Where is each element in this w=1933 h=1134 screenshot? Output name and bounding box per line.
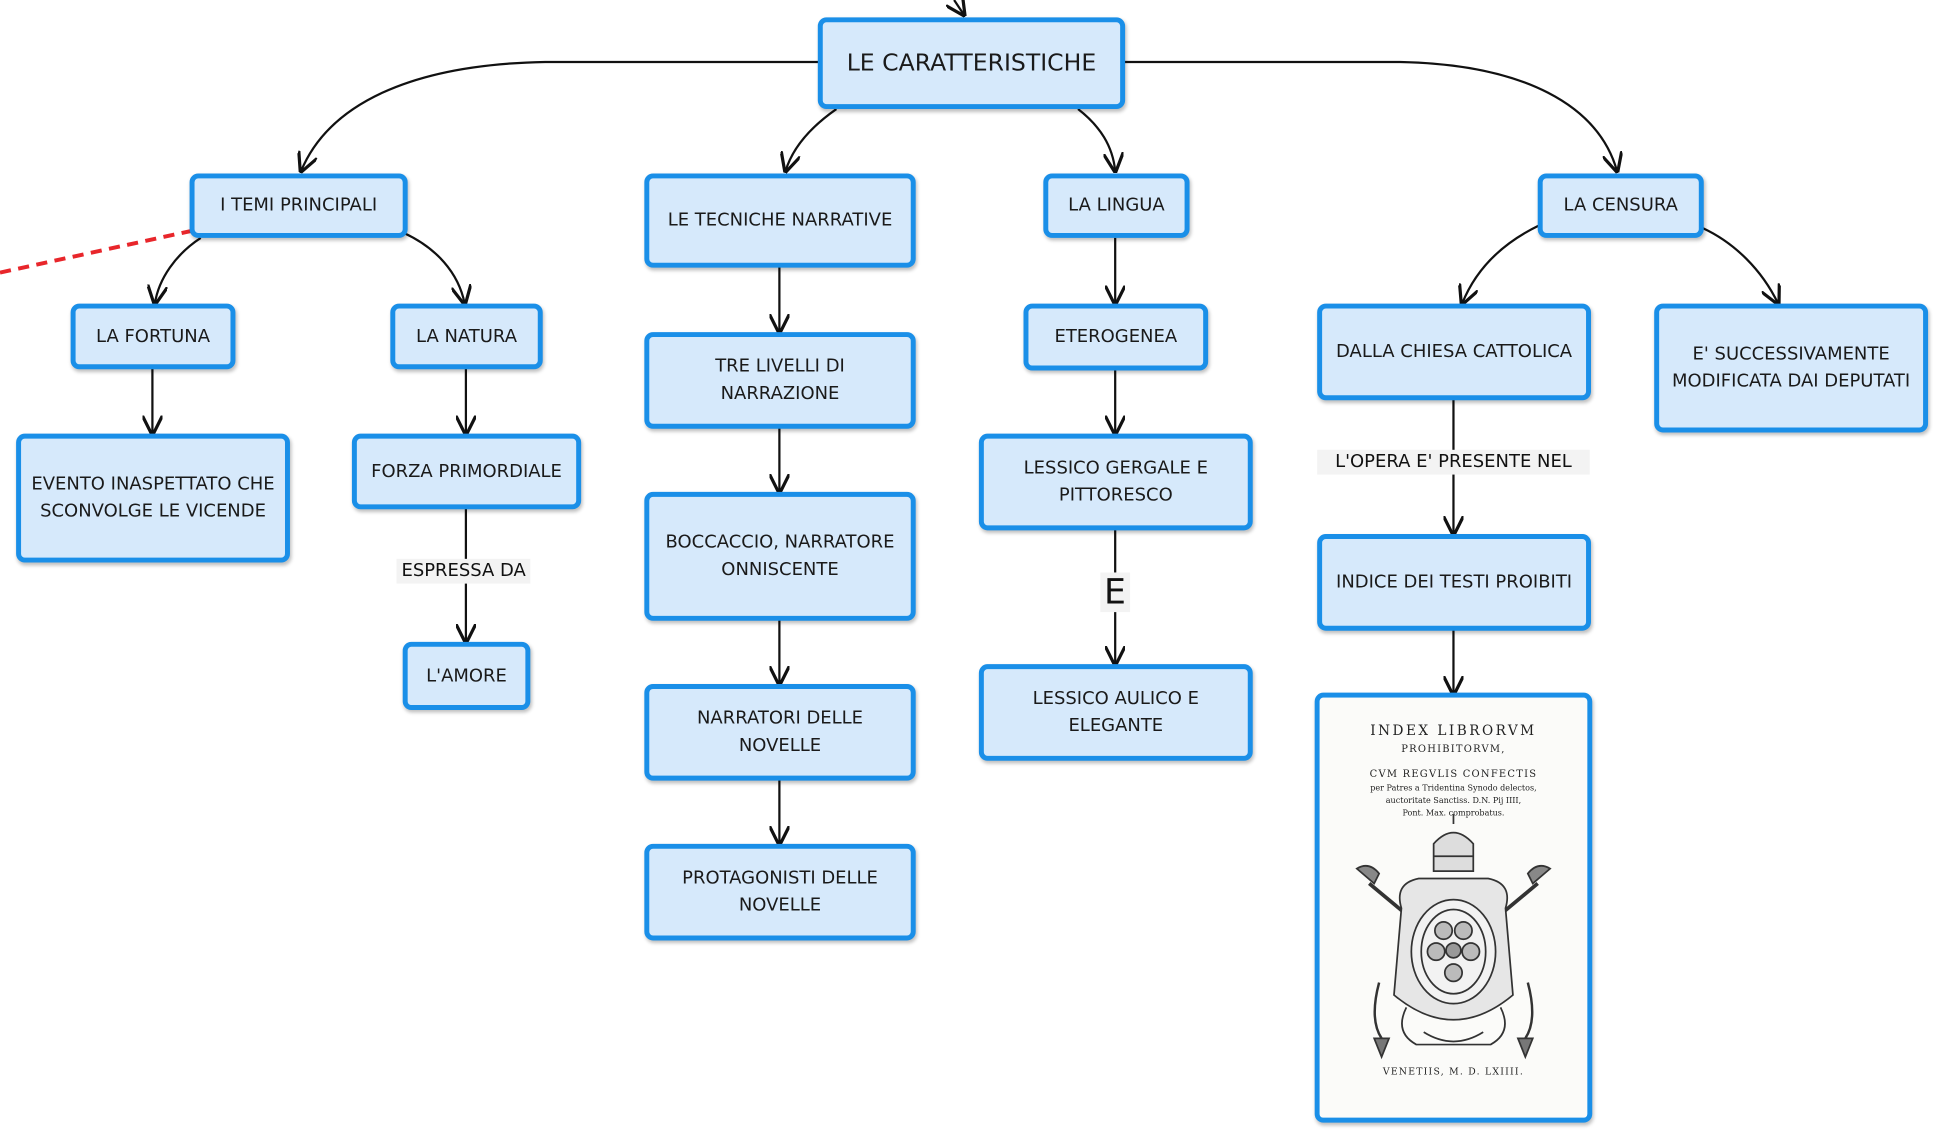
label-e: E: [1100, 572, 1130, 613]
book-title: INDEX LIBRORVM: [1370, 723, 1536, 739]
book-line-3: CVM REGVLIS CONFECTIS: [1370, 769, 1538, 780]
edge-temi-fortuna: [155, 236, 202, 304]
edge-temi-natura: [403, 231, 465, 304]
label-espressa-da: ESPRESSA DA: [396, 558, 531, 584]
node-lessico-aulico[interactable]: LESSICO AULICO E ELEGANTE: [978, 664, 1253, 761]
label-opera-presente: L'OPERA E' PRESENTE NEL: [1317, 449, 1590, 475]
node-l-amore[interactable]: L'AMORE: [402, 641, 531, 711]
node-tre-livelli[interactable]: TRE LIVELLI DI NARRAZIONE: [644, 332, 916, 429]
node-protagonisti-novelle[interactable]: PROTAGONISTI DELLE NOVELLE: [644, 843, 916, 941]
book-line-4: per Patres a Tridentina Synodo delectos,: [1370, 784, 1536, 793]
node-la-lingua[interactable]: LA LINGUA: [1043, 173, 1190, 238]
node-boccaccio-narratore[interactable]: BOCCACCIO, NARRATORE ONNISCENTE: [644, 491, 916, 621]
node-la-fortuna[interactable]: LA FORTUNA: [70, 303, 236, 370]
index-librorum-image[interactable]: INDEX LIBRORVM PROHIBITORVM, CVM REGVLIS…: [1314, 692, 1593, 1123]
papal-coat-of-arms: [1355, 814, 1552, 1060]
book-frontispiece: INDEX LIBRORVM PROHIBITORVM, CVM REGVLIS…: [1319, 697, 1588, 1118]
node-narratori-novelle[interactable]: NARRATORI DELLE NOVELLE: [644, 683, 916, 781]
edge-root-tecniche: [786, 108, 838, 171]
edge-censura-chiesa: [1462, 224, 1540, 304]
edge-root-censura: [1121, 60, 1617, 171]
node-le-caratteristiche[interactable]: LE CARATTERISTICHE: [817, 17, 1126, 110]
node-modificata-deputati[interactable]: E' SUCCESSIVAMENTE MODIFICATA DAI DEPUTA…: [1654, 303, 1929, 433]
node-lessico-gergale[interactable]: LESSICO GERGALE E PITTORESCO: [978, 433, 1253, 531]
book-footer: VENETIIS, M. D. LXIIII.: [1382, 1066, 1524, 1077]
edge-root-lingua: [1077, 108, 1115, 171]
book-line-6: Pont. Max. comprobatus.: [1402, 808, 1504, 817]
node-chiesa-cattolica[interactable]: DALLA CHIESA CATTOLICA: [1317, 303, 1592, 401]
node-eterogenea[interactable]: ETEROGENEA: [1023, 303, 1209, 371]
node-forza-primordiale[interactable]: FORZA PRIMORDIALE: [351, 433, 582, 510]
node-la-censura[interactable]: LA CENSURA: [1537, 173, 1704, 238]
edge-root-temi: [301, 60, 821, 171]
edge-censura-deputati: [1702, 226, 1779, 304]
node-la-natura[interactable]: LA NATURA: [390, 303, 543, 370]
edge-incoming-root: [954, 0, 964, 15]
book-line-5: auctoritate Sanctiss. D.N. Pij IIII,: [1386, 796, 1521, 805]
node-tecniche-narrative[interactable]: LE TECNICHE NARRATIVE: [644, 173, 916, 268]
node-evento-inaspettato[interactable]: EVENTO INASPETTATO CHE SCONVOLGE LE VICE…: [16, 433, 290, 563]
book-subtitle: PROHIBITORVM,: [1401, 744, 1505, 755]
node-indice-testi[interactable]: INDICE DEI TESTI PROIBITI: [1317, 534, 1592, 631]
dashed-external-link: [0, 228, 194, 275]
node-temi-principali[interactable]: I TEMI PRINCIPALI: [189, 173, 408, 238]
